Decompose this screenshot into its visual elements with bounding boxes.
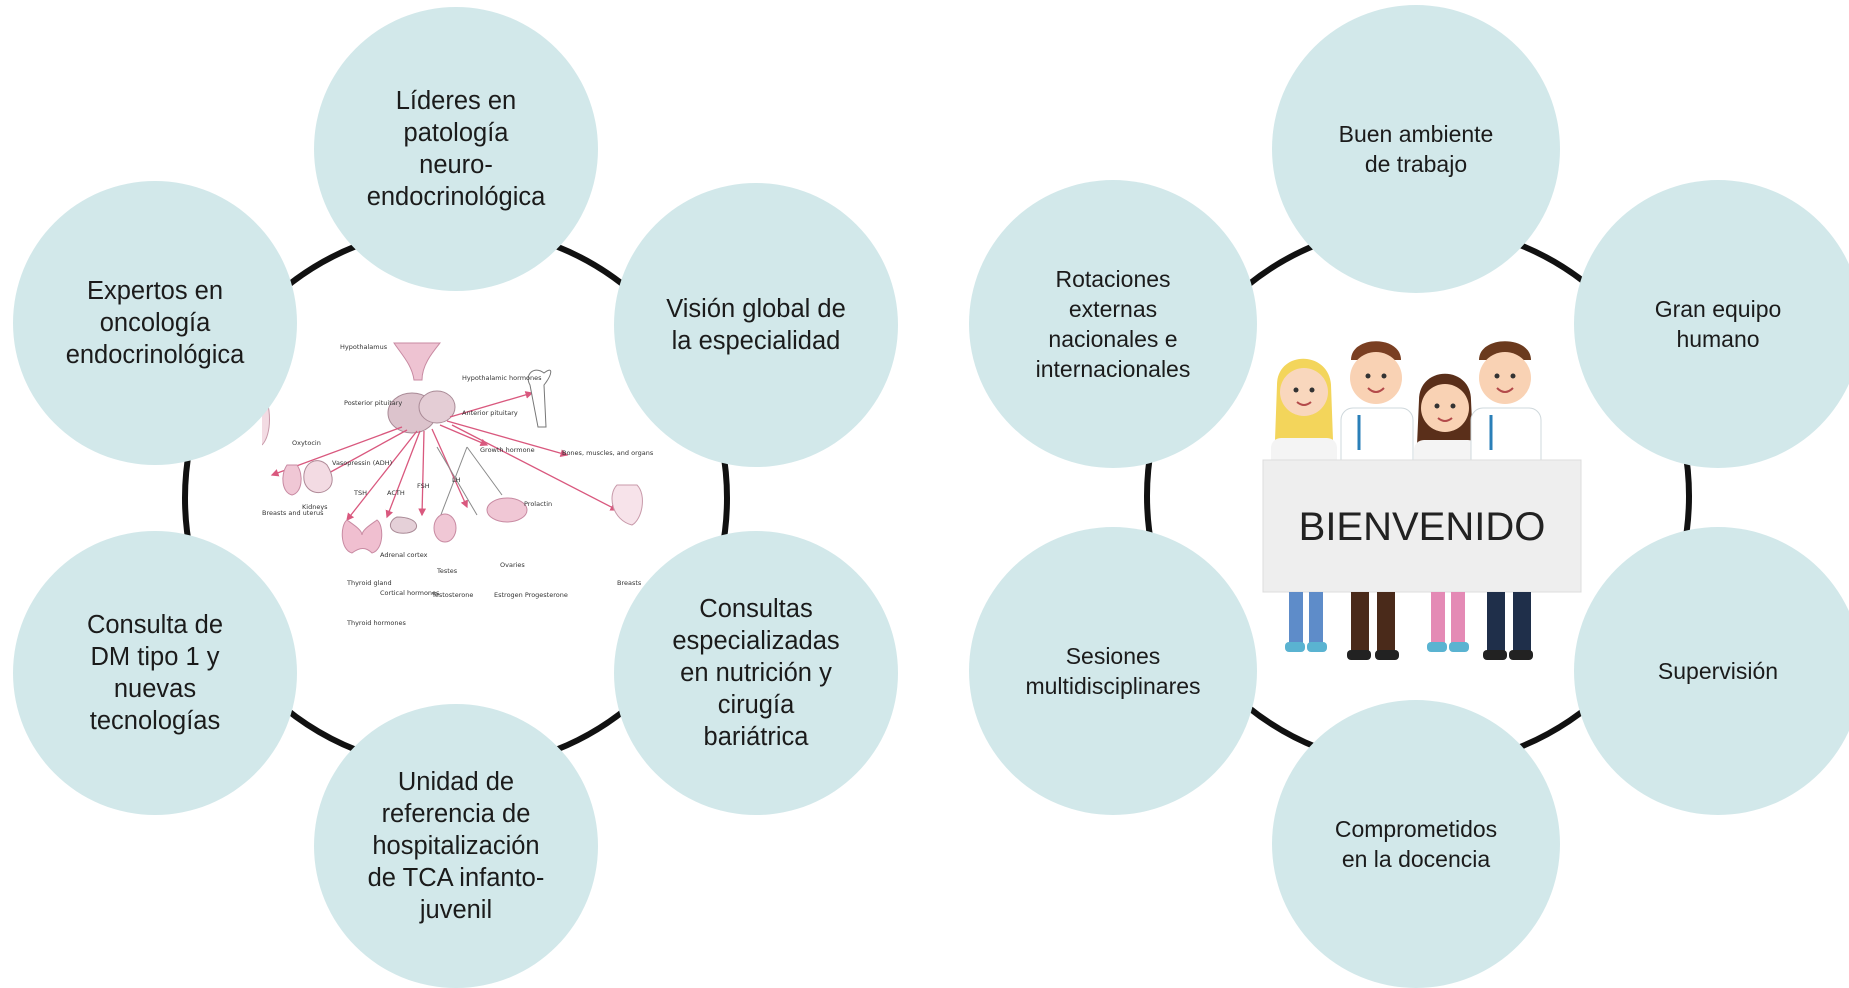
node-label: Líderes en patología neuro- endocrinológ… [366, 87, 546, 211]
node-buen-ambiente: Buen ambiente de trabajo [1272, 5, 1560, 293]
tsh-label: TSH [353, 489, 367, 497]
ovaries-label: Ovaries [500, 561, 525, 569]
node-lideres-neuroendocrinologia: Líderes en patología neuro- endocrinológ… [314, 7, 598, 291]
node-unidad-tca: Unidad de referencia de hospitalización … [314, 704, 598, 988]
growth-hormone-label: Growth hormone [480, 446, 535, 454]
node-consultas-nutricion: Consultas especializadas en nutrición y … [614, 531, 898, 815]
right-cycle-diagram: BIENVENIDO Buen am [924, 0, 1849, 988]
thyroid-gland-label: Thyroid gland [346, 579, 392, 587]
adrenal-cortex-label: Adrenal cortex [380, 551, 428, 559]
lh-label: LH [452, 476, 461, 484]
node-label: Unidad de referencia de hospitalización … [367, 768, 545, 924]
node-label: Consulta de DM tipo 1 y nuevas tecnologí… [86, 611, 224, 735]
node-label: Comprometidos en la docencia [1334, 816, 1498, 872]
doctor-legs [1285, 592, 1533, 660]
prolactin-label: Prolactin [524, 500, 552, 508]
welcome-sign-text: BIENVENIDO [1299, 505, 1546, 549]
node-sesiones-multidisciplinares: Sesiones multidisciplinares [969, 527, 1257, 815]
doctors-welcome-illustration: BIENVENIDO [1262, 341, 1582, 660]
anterior-pituitary-label: Anterior pituitary [462, 409, 518, 417]
fsh-label: FSH [417, 482, 430, 490]
node-label: Visión global de la especialidad [666, 295, 846, 355]
hypothalamus-label: Hypothalamus [340, 343, 388, 351]
bones-label: Bones, muscles, and organs [562, 449, 654, 457]
testosterone-label: Testosterone [431, 591, 473, 599]
breasts-uterus-label: Breasts and uterus [262, 509, 324, 517]
node-label: Supervisión [1657, 658, 1779, 684]
acth-label: ACTH [387, 489, 405, 497]
node-label: Expertos en oncología endocrinológica [65, 277, 245, 369]
breasts-label: Breasts [617, 579, 642, 587]
welcome-sign [1262, 459, 1582, 593]
estrogen-label: Estrogen Progesterone [494, 591, 568, 599]
node-comprometidos-docencia: Comprometidos en la docencia [1272, 700, 1560, 988]
node-vision-global: Visión global de la especialidad [614, 183, 898, 467]
node-label: Consultas especializadas en nutrición y … [672, 595, 840, 751]
node-supervision: Supervisión [1574, 527, 1849, 815]
node-expertos-oncologia: Expertos en oncología endocrinológica [13, 181, 297, 465]
doctor-figures [1271, 341, 1542, 479]
node-label: Rotaciones externas nacionales e interna… [1035, 266, 1191, 382]
posterior-pituitary-label: Posterior pituitary [344, 399, 402, 407]
node-gran-equipo: Gran equipo humano [1574, 180, 1849, 468]
node-rotaciones-externas: Rotaciones externas nacionales e interna… [969, 180, 1257, 468]
node-label: Buen ambiente de trabajo [1338, 121, 1494, 177]
node-label: Gran equipo humano [1654, 296, 1782, 352]
oxytocin-label: Oxytocin [292, 439, 321, 447]
node-label: Sesiones multidisciplinares [1025, 643, 1201, 699]
left-cycle-diagram: Hypothalamus Hypothalamic hormones Poste… [0, 0, 925, 988]
hypothalamic-hormones-label: Hypothalamic hormones [462, 374, 542, 382]
vasopressin-label: Vasopressin (ADH) [332, 459, 392, 467]
endocrine-system-illustration: Hypothalamus Hypothalamic hormones Poste… [262, 335, 670, 640]
node-consulta-dm1: Consulta de DM tipo 1 y nuevas tecnologí… [13, 531, 297, 815]
thyroid-hormones-label: Thyroid hormones [346, 619, 407, 627]
kidneys-label: Kidneys [302, 503, 328, 511]
cortical-hormones-label: Cortical hormones [380, 589, 440, 597]
testes-label: Testes [436, 567, 458, 575]
